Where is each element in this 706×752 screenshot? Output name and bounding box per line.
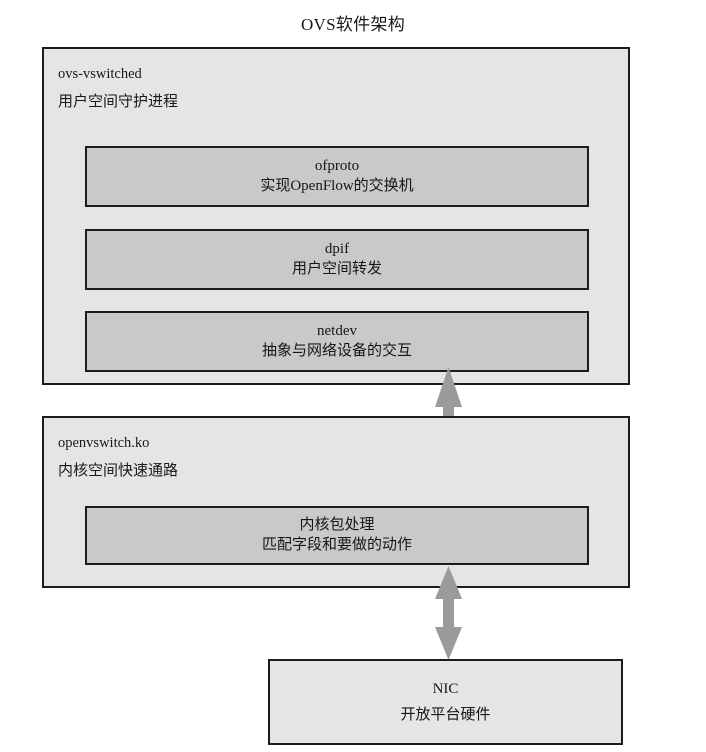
module-netdev-subtitle: 抽象与网络设备的交互 [261, 343, 412, 359]
hardware-nic-subtitle: 开放平台硬件 [400, 707, 491, 723]
module-kernel-packet-processing[interactable]: 内核包处理 匹配字段和要做的动作 [85, 506, 589, 565]
connector-kernelspace-nic-arrow-icon [426, 566, 471, 660]
layer-userspace-name: ovs-vswitched [58, 66, 142, 82]
hardware-nic[interactable]: NIC 开放平台硬件 [268, 659, 623, 745]
layer-kernelspace-name: openvswitch.ko [58, 435, 150, 451]
module-dpif-title: dpif [324, 241, 350, 257]
module-ofproto-title: ofproto [314, 158, 360, 174]
module-ofproto-subtitle: 实现OpenFlow的交换机 [260, 178, 414, 194]
hardware-nic-title: NIC [432, 681, 459, 697]
module-kernel-packet-processing-subtitle: 匹配字段和要做的动作 [261, 537, 412, 553]
layer-userspace-description: 用户空间守护进程 [58, 94, 179, 110]
module-netdev[interactable]: netdev 抽象与网络设备的交互 [85, 311, 589, 372]
module-ofproto[interactable]: ofproto 实现OpenFlow的交换机 [85, 146, 589, 207]
module-kernel-packet-processing-title: 内核包处理 [299, 517, 375, 533]
layer-kernelspace-description: 内核空间快速通路 [58, 463, 179, 479]
module-dpif-subtitle: 用户空间转发 [291, 261, 382, 277]
module-dpif[interactable]: dpif 用户空间转发 [85, 229, 589, 290]
page-title: OVS软件架构 [300, 15, 406, 34]
module-netdev-title: netdev [317, 323, 357, 339]
